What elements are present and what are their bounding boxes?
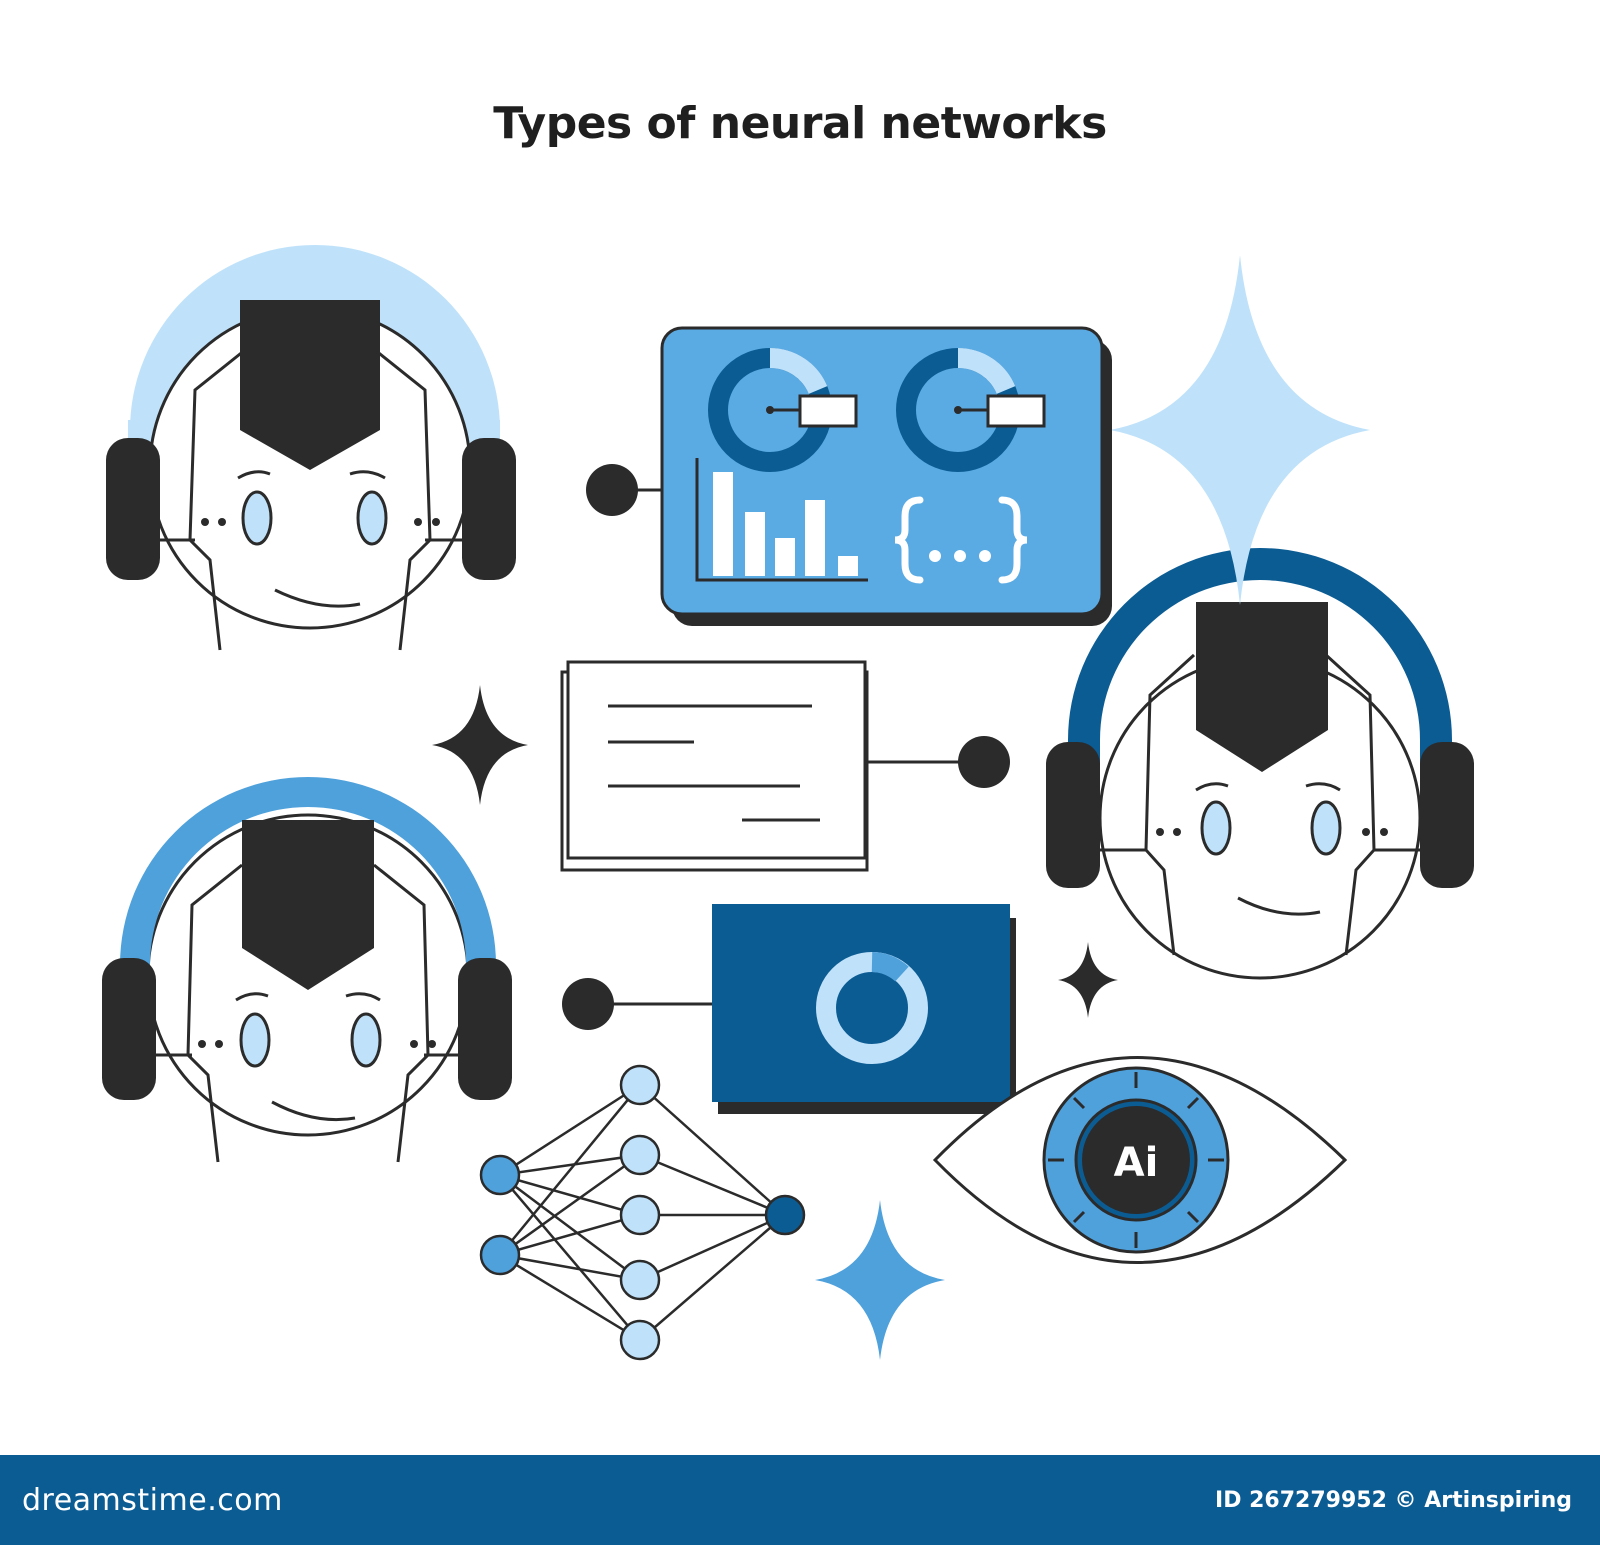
robot-head-icon [106,245,516,651]
footer-bar: dreamstime.com ID 267279952 © Artinspiri… [0,1455,1600,1545]
ai-eye-icon: Ai [932,1056,1348,1264]
illustration-canvas: Types of neural networks [102,98,1474,1361]
illustration: Ai [102,245,1474,1361]
robot-head-icon [1046,548,1474,980]
sparkle-icon [1110,255,1370,605]
eye-label: Ai [1114,1140,1159,1186]
neural-network-icon [479,1064,806,1361]
sparkle-icon [1058,942,1118,1018]
text-card-icon [560,660,869,872]
sparkle-icon [815,1200,945,1360]
connector-node [586,464,638,516]
footer-logo: dreamstime.com [22,1483,283,1518]
connector-node [562,978,614,1030]
connector-node [958,736,1010,788]
footer-credit: ID 267279952 © Artinspiring [1215,1488,1572,1513]
sparkle-icon [432,685,528,805]
robot-head-icon [102,777,512,1163]
page-title: Types of neural networks [493,98,1107,149]
image-card-icon [712,904,1016,1114]
dashboard-panel-icon [660,326,1112,626]
